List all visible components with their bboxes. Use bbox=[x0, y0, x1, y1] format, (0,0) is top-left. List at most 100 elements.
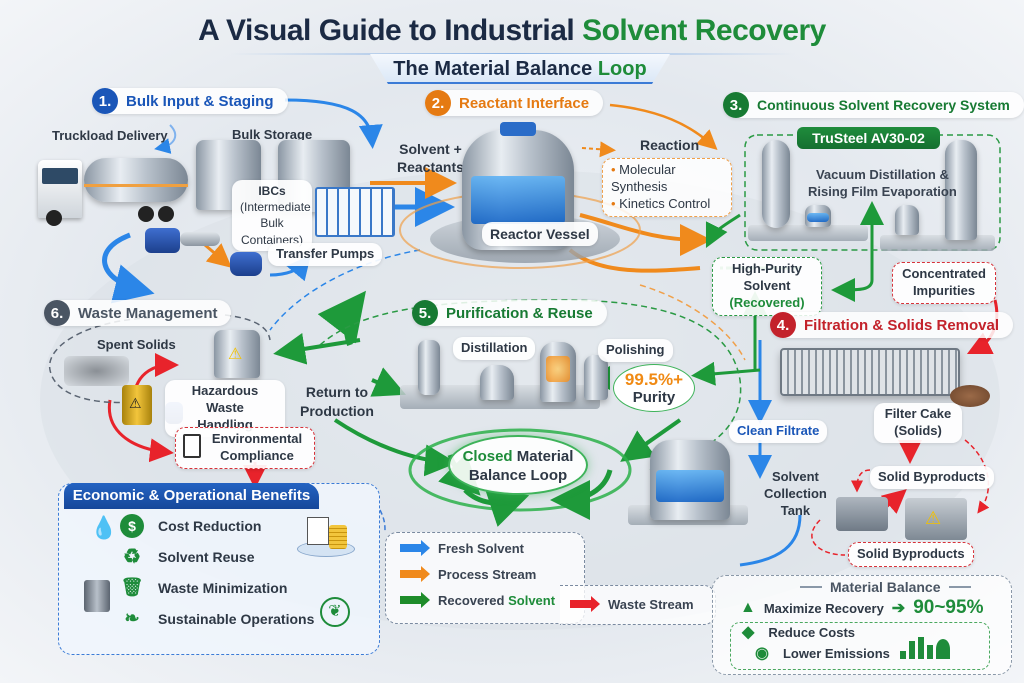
filter-press bbox=[780, 348, 960, 396]
distillation-column bbox=[762, 140, 790, 228]
truck-wheel bbox=[138, 206, 154, 222]
high-purity-line1: High-Purity Solvent bbox=[731, 261, 803, 293]
truck-wheel bbox=[158, 206, 174, 222]
reactor-lid bbox=[500, 122, 536, 136]
filter-cake-line2: (Solids) bbox=[894, 422, 942, 438]
process-line1: Vacuum Distillation & bbox=[815, 167, 949, 182]
material-balance-title: Material Balance bbox=[830, 579, 941, 595]
material-balance-header: Material Balance bbox=[800, 579, 971, 595]
section-5-header: 5. Purification & Reuse bbox=[412, 300, 607, 326]
section-1-header: 1. Bulk Input & Staging bbox=[92, 88, 288, 114]
reduce-costs-label: Reduce Costs bbox=[768, 624, 856, 640]
solid-byproducts-label-bottom: Solid Byproducts bbox=[848, 542, 974, 567]
flow-fresh-to-storage bbox=[284, 98, 383, 149]
reduce-costs-row: ◆ Reduce Costs bbox=[742, 622, 855, 642]
purity-badge: 99.5%+ Purity bbox=[613, 364, 695, 412]
dashed-blue-loop bbox=[269, 249, 421, 331]
closed-loop-label: Closed Material Balance Loop bbox=[448, 435, 588, 495]
flow-truck-note bbox=[154, 124, 177, 154]
env-line2: Compliance bbox=[220, 447, 294, 463]
dashed-blue-connector bbox=[379, 509, 386, 533]
section-number: 1. bbox=[92, 88, 118, 114]
loop-arrow-2 bbox=[550, 469, 613, 520]
dashed-gray-loop-2 bbox=[224, 314, 271, 341]
recycle-icon: ♻ bbox=[123, 546, 141, 568]
truck-windshield bbox=[42, 168, 78, 184]
green-arrow-icon bbox=[400, 592, 430, 608]
reactor-vessel-label: Reactor Vessel bbox=[482, 222, 598, 247]
dashed-orange bbox=[639, 284, 746, 361]
hazard-icon: ⚠ bbox=[228, 346, 243, 363]
byproduct-container: ⚠ bbox=[905, 498, 967, 540]
distillation-unit bbox=[418, 340, 440, 395]
clipboard bbox=[307, 517, 329, 545]
flow-tank-out bbox=[739, 514, 802, 567]
flow-reactant-to-recovery bbox=[609, 103, 718, 151]
legend-label: Waste Stream bbox=[608, 596, 694, 612]
flow-reactor-out bbox=[579, 213, 712, 256]
bar bbox=[927, 645, 933, 659]
distillation-label: Distillation bbox=[453, 337, 536, 360]
flow-filter-to-purity bbox=[691, 361, 761, 386]
pump-pipe bbox=[180, 232, 220, 246]
section-number: 5. bbox=[412, 300, 438, 326]
section-label: Bulk Input & Staging bbox=[126, 92, 274, 110]
benefits-title: Economic & Operational Benefits bbox=[64, 483, 319, 509]
transfer-pumps-label: Transfer Pumps bbox=[268, 243, 383, 266]
divider bbox=[948, 586, 971, 588]
polishing-unit bbox=[584, 355, 608, 400]
mountain-icon: ▲ bbox=[740, 599, 756, 616]
ibcs-desc-1: (Intermediate bbox=[240, 200, 311, 215]
spent-solids-tray bbox=[64, 356, 129, 386]
tree-icon bbox=[936, 639, 950, 659]
bulk-storage-label: Bulk Storage bbox=[232, 127, 313, 142]
purity-label: Purity bbox=[632, 389, 676, 406]
section-number: 6. bbox=[44, 300, 70, 326]
coins-clipboard-icon bbox=[297, 517, 355, 557]
filter-cake-pile bbox=[950, 385, 990, 407]
return-line1: Return to bbox=[305, 384, 369, 400]
section-6-header: 6. Waste Management bbox=[44, 300, 232, 326]
reaction-list: • Molecular Synthesis • Kinetics Control bbox=[602, 158, 732, 217]
reaction-item: • Molecular Synthesis bbox=[611, 162, 676, 194]
dashed-green-loop bbox=[319, 299, 742, 471]
benefit-item: ♻ Solvent Reuse bbox=[120, 541, 320, 572]
legend-item-waste: Waste Stream bbox=[570, 591, 694, 617]
blue-arrow-icon bbox=[400, 540, 430, 556]
ibcs-title: IBCs bbox=[258, 184, 286, 198]
flow-return-top bbox=[317, 290, 366, 346]
dashed-gray-loop bbox=[49, 317, 151, 404]
truck-wheel bbox=[46, 210, 62, 226]
condenser bbox=[895, 205, 919, 235]
solvent-reactants-label: Solvent + Reactants bbox=[397, 140, 464, 176]
section-label: Continuous Solvent Recovery System bbox=[757, 97, 1010, 113]
transfer-pump bbox=[230, 252, 262, 276]
clean-filtrate-label: Clean Filtrate bbox=[729, 420, 828, 443]
ibcs-label: IBCs (Intermediate Bulk Containers) bbox=[232, 180, 312, 251]
benefit-item: ❧ Sustainable Operations bbox=[120, 603, 320, 634]
loop-line1-rest: Material bbox=[512, 448, 574, 465]
column-glow bbox=[546, 356, 570, 382]
polishing-column bbox=[540, 342, 576, 402]
benefit-label: Solvent Reuse bbox=[158, 548, 255, 565]
byproduct-bin bbox=[836, 497, 888, 531]
maximize-recovery-row: ▲ Maximize Recovery ➔ 90~95% bbox=[740, 597, 983, 619]
hazard-icon: ⚠ bbox=[129, 395, 142, 411]
env-line1: Environmental bbox=[211, 431, 303, 446]
legend-item-fresh: Fresh Solvent bbox=[400, 535, 555, 561]
collection-tank-label: Solvent Collection Tank bbox=[764, 468, 827, 519]
flow-pump-transfer bbox=[204, 243, 232, 268]
solid-byproducts-label-top: Solid Byproducts bbox=[870, 466, 994, 489]
plant-badge-icon: ❦ bbox=[320, 597, 350, 627]
clipboard-icon bbox=[183, 434, 201, 458]
return-to-production-label: Return to Production bbox=[300, 383, 374, 421]
flow-reactor-to-reaction bbox=[581, 141, 616, 158]
waste-drum: ⚠ bbox=[122, 385, 152, 425]
flow-purity-to-loop bbox=[620, 418, 682, 462]
truck-tank bbox=[84, 158, 188, 202]
reaction-item-text: Molecular Synthesis bbox=[611, 162, 676, 194]
benefit-item: 🗑 Waste Minimization bbox=[120, 572, 320, 603]
benefits-list: $ Cost Reduction ♻ Solvent Reuse 🗑 Waste… bbox=[120, 510, 320, 634]
flow-return-right bbox=[370, 367, 407, 397]
section-number: 4. bbox=[770, 312, 796, 338]
